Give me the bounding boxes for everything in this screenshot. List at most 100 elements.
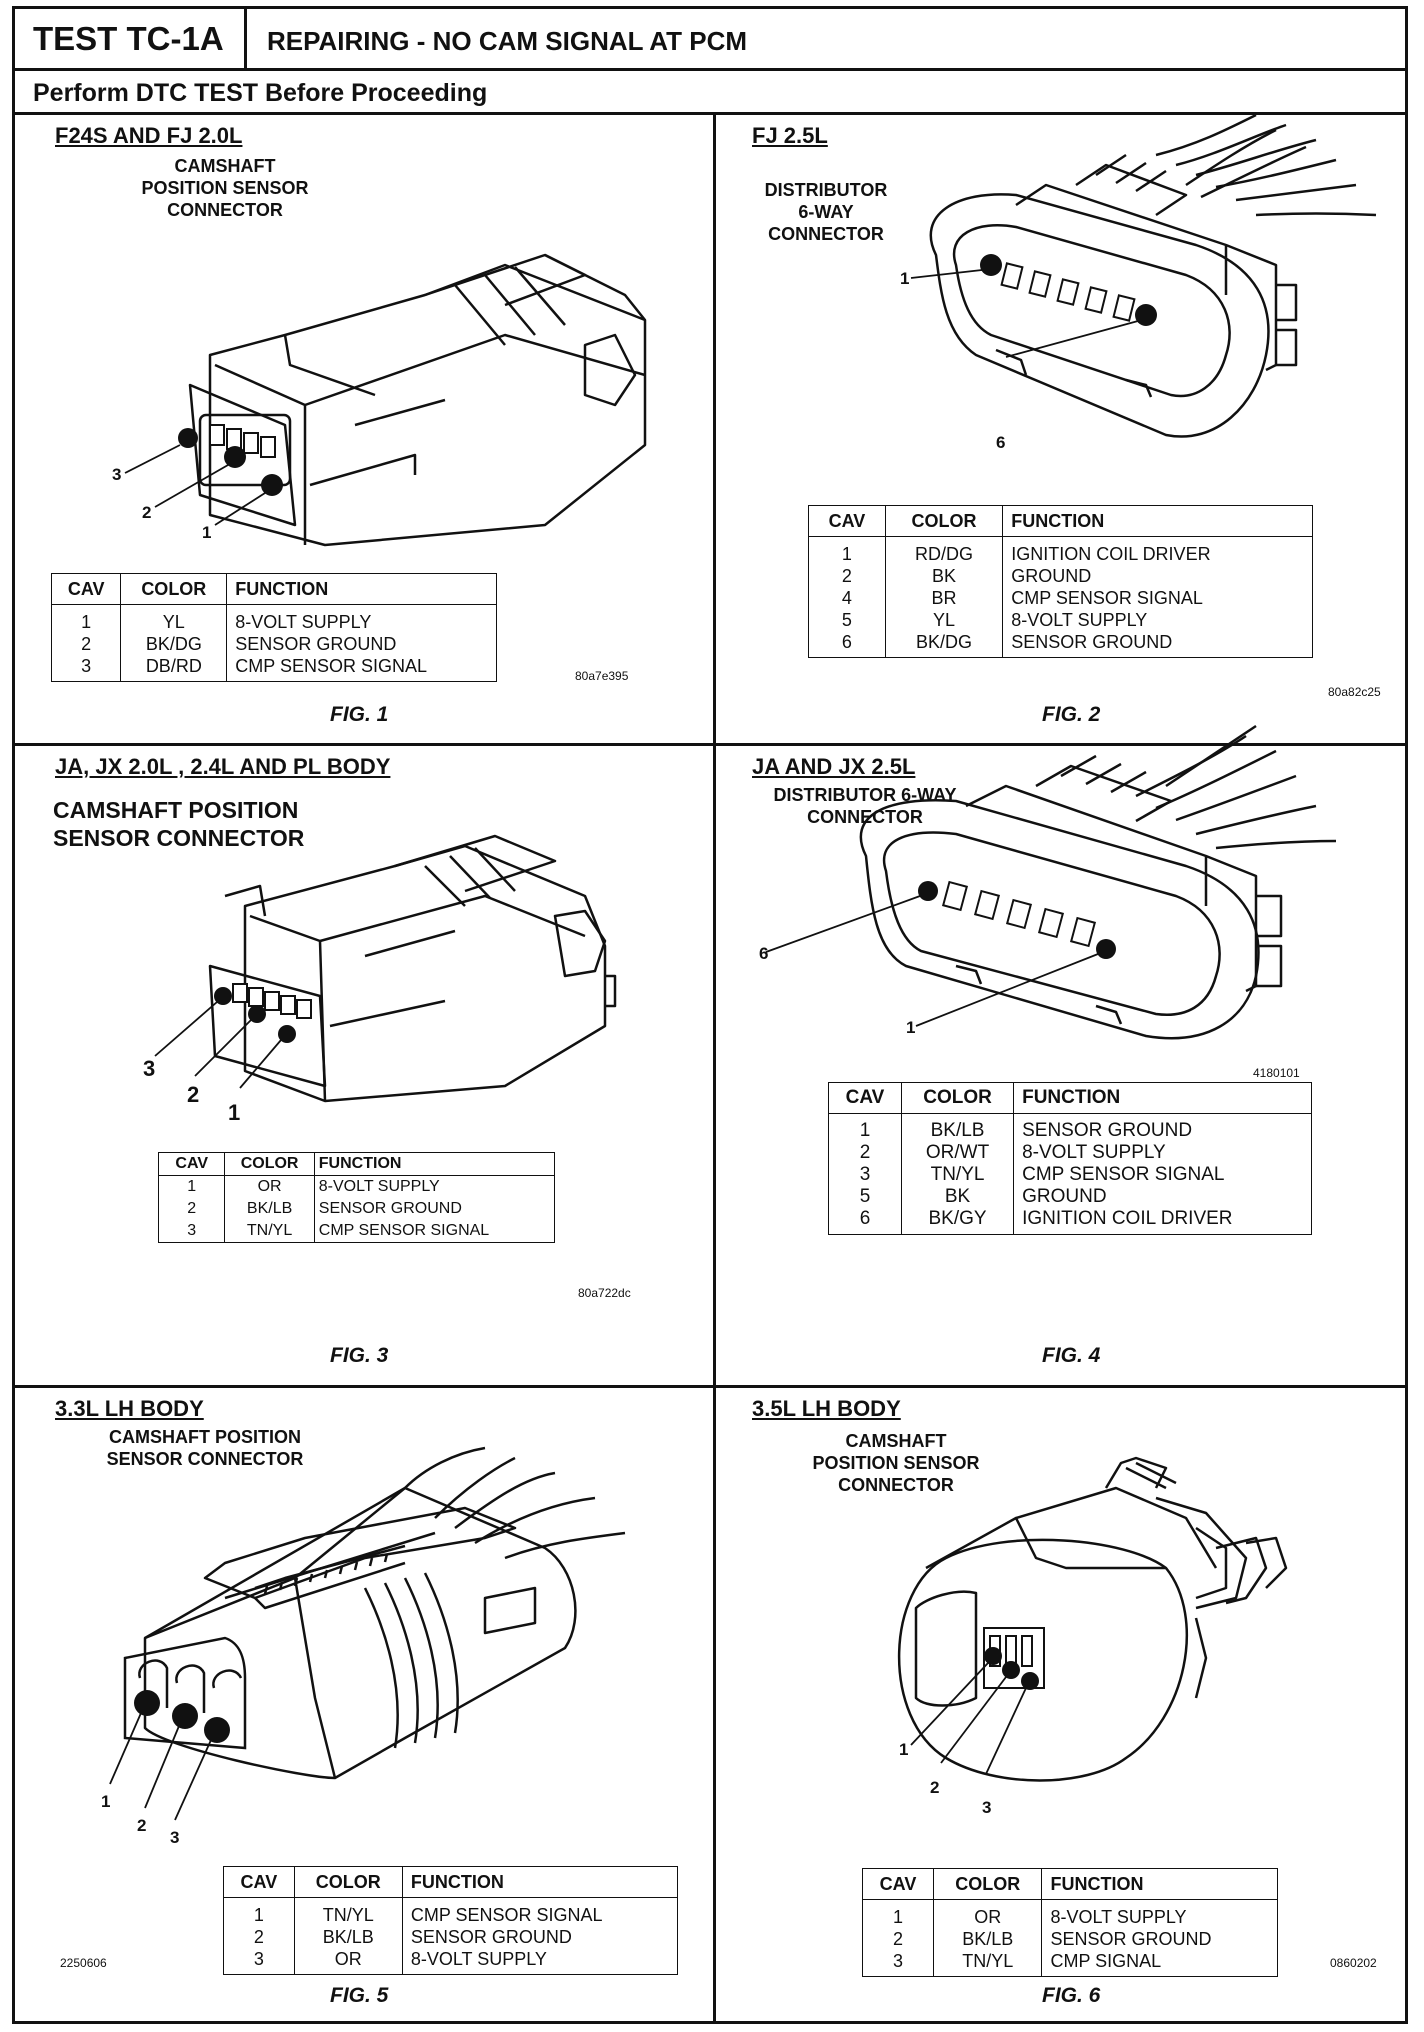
function-cell: CMP SENSOR SIGNAL [313, 1220, 555, 1243]
pin-callout: 1 [900, 269, 910, 288]
col-function: FUNCTION [401, 1866, 678, 1898]
function-cell: SENSOR GROUND [1041, 1928, 1278, 1950]
test-sheet: TEST TC-1A REPAIRING - NO CAM SIGNAL AT … [12, 6, 1408, 2024]
color-cell: BK/LB [932, 1928, 1042, 1950]
cav-cell: 1 [859, 1120, 871, 1141]
function-cell: 8-VOLT SUPPLY [1002, 609, 1313, 631]
connector-label: CAMSHAFT POSITION SENSOR CONNECTOR [106, 1427, 304, 1469]
function-cell: 8-VOLT SUPPLY [1041, 1899, 1278, 1928]
connector-drawing [910, 113, 1377, 438]
pin-callout: 1 [101, 1792, 111, 1811]
pin-callout: 2 [137, 1816, 147, 1835]
connector-label: CAMSHAFT POSITION SENSOR CONNECTOR [53, 797, 305, 851]
function-cell: 8-VOLT SUPPLY [226, 604, 497, 633]
pin-callout: 3 [982, 1798, 992, 1817]
cav-cell: 6 [859, 1208, 871, 1229]
test-id: TEST TC-1A [15, 9, 247, 68]
figure-panel-2: FJ 2.5L DISTRIBUTOR 6-WAY CONNECTOR [716, 113, 1405, 743]
figure-panel-3: JA, JX 2.0L , 2.4L AND PL BODY CAMSHAFT … [15, 746, 713, 1385]
header-row: TEST TC-1A REPAIRING - NO CAM SIGNAL AT … [15, 9, 1405, 71]
color-cell: YL [120, 604, 227, 633]
connector-drawing [124, 253, 647, 547]
pin-callout: 1 [202, 523, 212, 542]
function-cell: CMP SENSOR SIGNAL [1013, 1164, 1312, 1186]
cav-cell: 1 [187, 1178, 197, 1195]
color-cell: OR [224, 1175, 315, 1198]
cav-cell: 3 [892, 1951, 903, 1971]
cav-cell: 1 [253, 1905, 264, 1925]
color-cell: TN/YL [900, 1164, 1014, 1186]
figure-caption: FIG. 4 [1042, 1344, 1101, 1367]
pin-callout: 6 [996, 433, 1006, 452]
drawing-code: 0860202 [1330, 1956, 1377, 1970]
col-color: COLOR [224, 1152, 315, 1176]
function-cell: 8-VOLT SUPPLY [1013, 1142, 1312, 1164]
connector-drawing [765, 724, 1337, 1040]
cav-cell: 5 [841, 610, 852, 630]
col-function: FUNCTION [226, 573, 497, 605]
col-color: COLOR [120, 573, 227, 605]
col-color: COLOR [884, 505, 1003, 537]
function-cell: CMP SIGNAL [1041, 1950, 1278, 1977]
pin-callout: 1 [899, 1740, 909, 1759]
color-cell: BK/LB [293, 1926, 403, 1948]
cav-cell: 4 [841, 588, 852, 608]
figure-caption: FIG. 6 [1042, 1984, 1101, 2007]
cav-cell: 3 [187, 1222, 197, 1239]
figure-panel-5: 3.3L LH BODY CAMSHAFT POSITION SENSOR CO… [15, 1388, 713, 2021]
figure-title: F24S AND FJ 2.0L [55, 123, 243, 148]
color-cell: YL [884, 609, 1003, 631]
color-cell: DB/RD [120, 655, 227, 682]
drawing-code: 80a722dc [578, 1286, 631, 1300]
connector-drawing [109, 1446, 626, 1821]
figure-title: 3.5L LH BODY [752, 1396, 901, 1421]
cav-cell: 1 [81, 612, 92, 632]
pin-callout: 2 [930, 1778, 940, 1797]
color-cell: RD/DG [884, 536, 1003, 565]
figure-title: JA AND JX 2.5L [752, 754, 916, 779]
function-cell: SENSOR GROUND [313, 1198, 555, 1220]
color-cell: BK/DG [120, 633, 227, 655]
figure-caption: FIG. 2 [1042, 703, 1101, 726]
connector-label: CAMSHAFT POSITION SENSOR CONNECTOR [141, 156, 309, 220]
figure-panel-1: F24S AND FJ 2.0L CAMSHAFT POSITION SENSO… [15, 115, 713, 743]
color-cell: TN/YL [224, 1220, 315, 1243]
pin-callout: 3 [170, 1828, 180, 1847]
color-cell: TN/YL [932, 1950, 1042, 1977]
cav-cell: 2 [253, 1927, 264, 1947]
function-cell: 8-VOLT SUPPLY [313, 1175, 555, 1198]
drawing-code: 80a82c25 [1328, 685, 1381, 699]
col-color: COLOR [900, 1082, 1014, 1114]
pin-callout: 2 [187, 1082, 200, 1107]
function-cell: CMP SENSOR SIGNAL [226, 655, 497, 682]
figure-title: FJ 2.5L [752, 123, 828, 148]
cav-cell: 2 [187, 1200, 197, 1217]
color-cell: BK/DG [884, 631, 1003, 658]
drawing-code: 2250606 [60, 1956, 107, 1970]
divider [15, 743, 1405, 746]
color-cell: BK/GY [900, 1208, 1014, 1235]
figure-caption: FIG. 5 [330, 1984, 389, 2007]
function-cell: GROUND [1013, 1186, 1312, 1208]
cav-cell: 2 [81, 634, 92, 654]
col-cav: CAV [828, 1082, 902, 1114]
color-cell: BR [884, 587, 1003, 609]
divider [15, 1385, 1405, 1388]
function-cell: 8-VOLT SUPPLY [401, 1948, 678, 1975]
color-cell: BK/LB [900, 1113, 1014, 1142]
cav-cell: 5 [859, 1186, 871, 1207]
cav-cell: 2 [892, 1929, 903, 1949]
pin-callout: 1 [228, 1100, 241, 1125]
figure-title: 3.3L LH BODY [55, 1396, 204, 1421]
color-cell: BK/LB [224, 1198, 315, 1220]
pin-callout: 2 [142, 503, 152, 522]
function-cell: IGNITION COIL DRIVER [1002, 536, 1313, 565]
col-cav: CAV [51, 573, 121, 605]
col-function: FUNCTION [1002, 505, 1313, 537]
